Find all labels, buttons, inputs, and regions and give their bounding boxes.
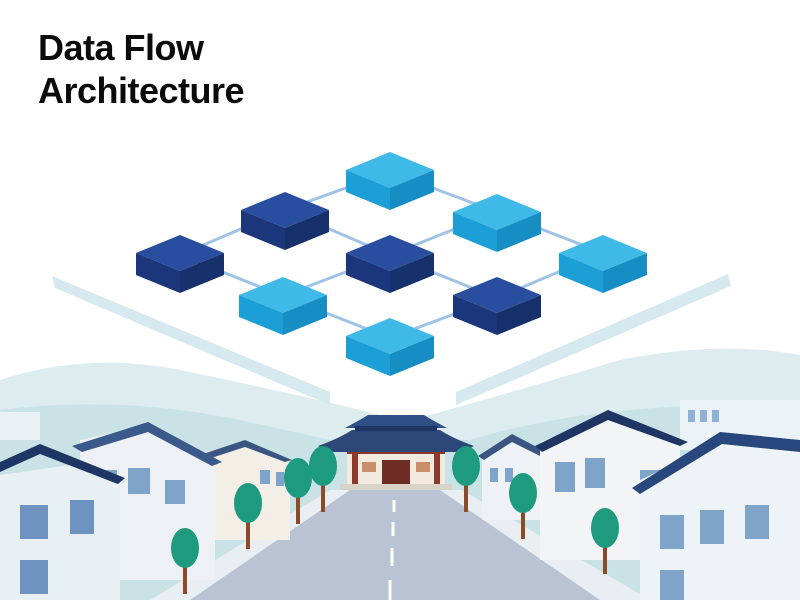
page-title: Data Flow Architecture bbox=[38, 26, 245, 112]
house-icon bbox=[0, 412, 40, 440]
node-left bbox=[136, 235, 224, 293]
node-upper-right bbox=[453, 194, 541, 252]
right-houses bbox=[478, 400, 800, 600]
house-icon bbox=[0, 444, 125, 600]
hanok-gate-icon bbox=[318, 415, 474, 490]
house-icon bbox=[632, 432, 800, 600]
title-line-2: Architecture bbox=[38, 70, 245, 111]
node-right bbox=[559, 235, 647, 293]
title-line-1: Data Flow bbox=[38, 27, 204, 68]
node-upper-left bbox=[241, 192, 329, 250]
signal-bands bbox=[52, 274, 731, 405]
node-top bbox=[346, 152, 434, 210]
